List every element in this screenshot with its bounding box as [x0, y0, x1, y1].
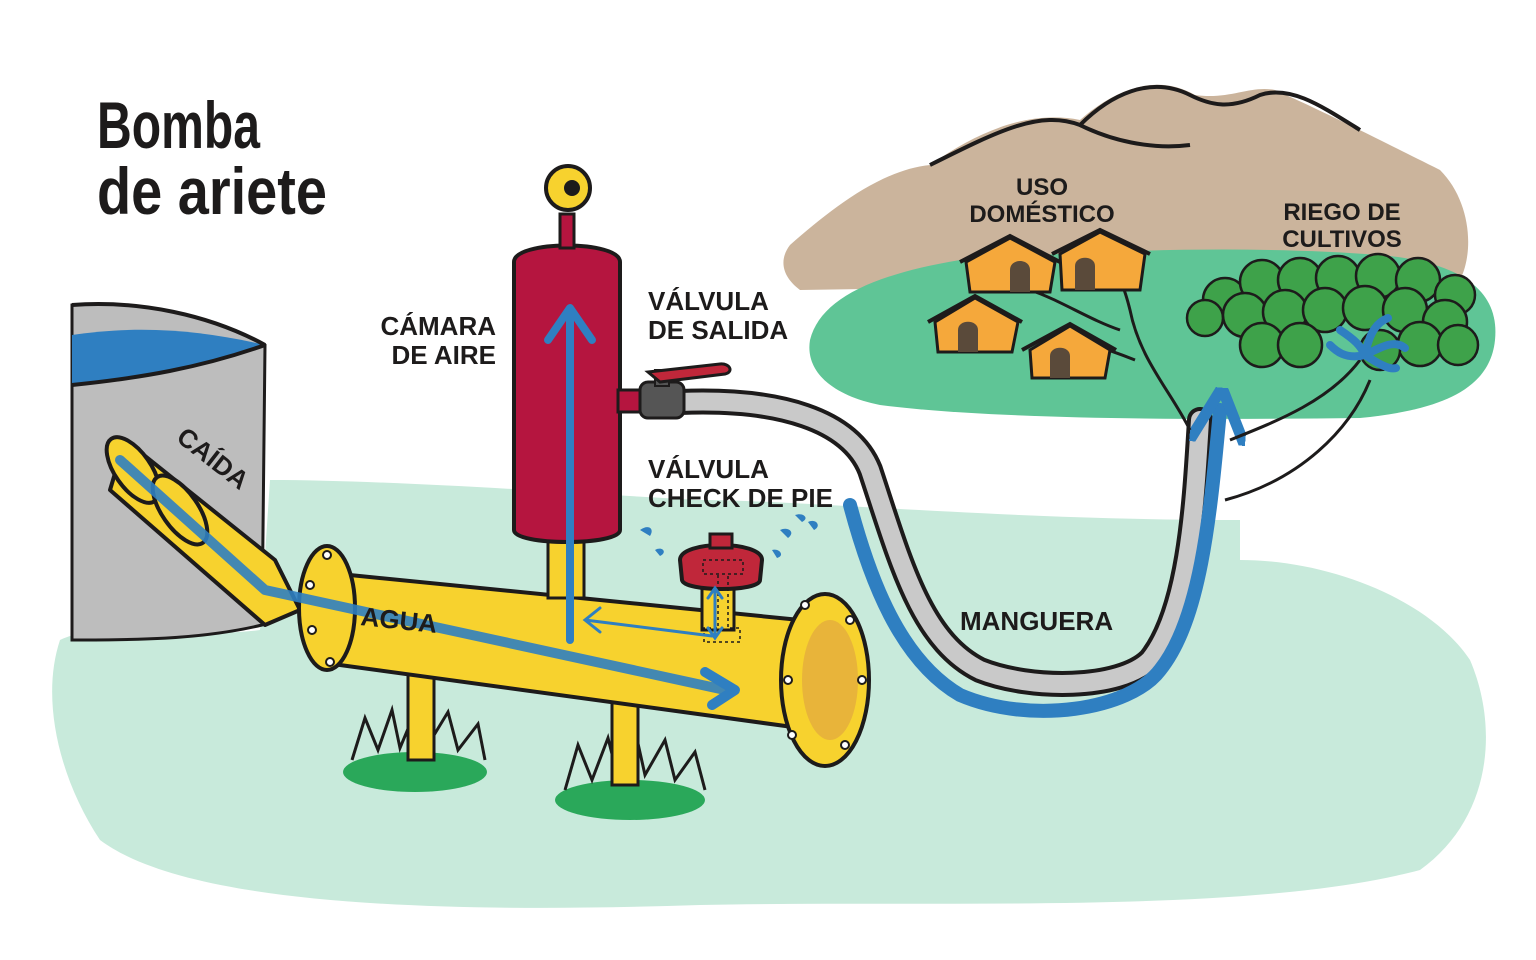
crops — [1185, 252, 1480, 372]
house — [959, 233, 1061, 294]
houses — [927, 227, 1151, 380]
outlet-valve — [616, 362, 732, 420]
house — [1051, 227, 1151, 292]
mountain-range — [783, 84, 1469, 290]
title-line-2: de ariete — [97, 154, 327, 228]
label-valvula-check-2: CHECK DE PIE — [648, 483, 833, 513]
flow-arrow-return — [582, 606, 714, 638]
sprinkler-splash — [1326, 314, 1409, 373]
title-line-1: Bomba — [97, 88, 261, 162]
house — [927, 293, 1023, 354]
label-camara-2: DE AIRE — [392, 340, 497, 370]
mountain-outline — [929, 85, 1362, 167]
flow-arrow-drive — [115, 455, 730, 695]
label-uso-1: USO — [1016, 174, 1068, 201]
label-riego-1: RIEGO DE — [1283, 199, 1400, 226]
label-valvula-salida-1: VÁLVULA — [648, 286, 769, 316]
house — [1021, 321, 1117, 380]
label-camara-1: CÁMARA — [380, 311, 496, 341]
flow-arrow-hose — [843, 410, 1220, 718]
label-manguera: MANGUERA — [960, 606, 1113, 636]
label-valvula-salida-2: DE SALIDA — [648, 315, 788, 345]
label-valvula-check-1: VÁLVULA — [648, 454, 769, 484]
label-uso-2: DOMÉSTICO — [969, 200, 1114, 228]
valve-handle-icon — [644, 362, 732, 384]
label-riego-2: CULTIVOS — [1282, 226, 1402, 253]
check-valve — [640, 514, 818, 643]
